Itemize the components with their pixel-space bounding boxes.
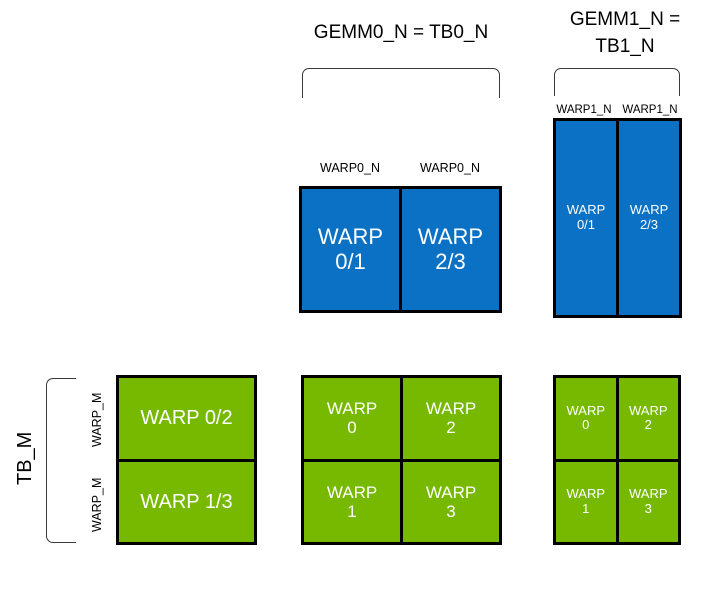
middle-green-block: WARP 0 WARP 2 WARP 1 WARP 3 <box>301 375 502 545</box>
warp-cell-green-mid-2[interactable]: WARP 2 <box>403 378 499 459</box>
warp-cell-blue1-0-1-line1: WARP <box>566 202 606 218</box>
gemm0-n-bracket <box>302 68 500 98</box>
gemm1-n-title-line2: TB1_N <box>595 36 655 57</box>
warp-cell-blue1-2-3-line1: WARP <box>629 202 669 218</box>
warp-cell-green-mid-0-line1: WARP <box>326 399 378 419</box>
warp0-n-caption-left: WARP0_N <box>320 161 380 175</box>
warp-cell-green-mid-1-line2: 1 <box>347 501 357 521</box>
gemm1-blue-block: WARP 0/1 WARP 2/3 <box>553 118 682 318</box>
warp-m-caption-bottom: WARP_M <box>90 477 104 533</box>
warp0-n-caption-right: WARP0_N <box>420 161 480 175</box>
warp-cell-green-right-1-line2: 1 <box>582 500 590 516</box>
warp-cell-green-mid-2-line2: 2 <box>446 418 456 438</box>
warp-cell-green-left-1-3-line1: WARP 1/3 <box>140 490 233 513</box>
tb-m-label: TB_M <box>14 431 36 485</box>
warp-cell-green-mid-3-line2: 3 <box>446 501 456 521</box>
warp-cell-blue-2-3-line2: 2/3 <box>435 248 466 274</box>
warp-m-caption-top: WARP_M <box>90 392 104 448</box>
warp-cell-green-left-1-3[interactable]: WARP 1/3 <box>119 461 254 542</box>
warp-cell-green-mid-0-line2: 0 <box>347 418 357 438</box>
warp-cell-blue-0-1[interactable]: WARP 0/1 <box>302 189 399 310</box>
warp-cell-green-right-1-line1: WARP <box>566 486 606 502</box>
warp1-n-caption-right: WARP1_N <box>622 104 678 116</box>
warp-cell-green-mid-2-line1: WARP <box>425 399 477 419</box>
warp-cell-green-right-3[interactable]: WARP 3 <box>618 461 678 542</box>
gemm1-n-bracket <box>554 68 680 96</box>
warp-cell-blue1-0-1-line2: 0/1 <box>576 217 596 232</box>
tb-m-bracket <box>46 378 76 543</box>
warp-cell-green-right-0-line2: 0 <box>582 417 590 433</box>
warp-cell-green-right-1[interactable]: WARP 1 <box>556 461 616 542</box>
warp-cell-blue1-0-1[interactable]: WARP 0/1 <box>556 121 616 315</box>
warp-cell-green-mid-3-line1: WARP <box>425 482 477 502</box>
gemm0-n-title: GEMM0_N = TB0_N <box>313 22 489 43</box>
left-green-block: WARP 0/2 WARP 1/3 <box>116 375 257 545</box>
warp-cell-blue-2-3[interactable]: WARP 2/3 <box>402 189 499 310</box>
warp1-n-caption-left: WARP1_N <box>556 104 612 116</box>
warp-cell-green-right-2[interactable]: WARP 2 <box>618 378 678 459</box>
warp-cell-blue-0-1-line1: WARP <box>317 223 384 249</box>
warp-cell-green-right-3-line1: WARP <box>628 486 668 502</box>
warp-cell-green-right-2-line2: 2 <box>644 417 652 433</box>
warp-cell-green-right-2-line1: WARP <box>628 402 668 418</box>
warp-cell-blue1-2-3[interactable]: WARP 2/3 <box>619 121 679 315</box>
warp-cell-green-mid-3[interactable]: WARP 3 <box>403 461 499 542</box>
gemm1-n-title: GEMM1_N = TB1_N <box>545 6 705 60</box>
warp-cell-green-left-0-2[interactable]: WARP 0/2 <box>119 378 254 459</box>
gemm0-blue-block: WARP 0/1 WARP 2/3 <box>299 186 502 313</box>
warp-cell-green-right-0-line1: WARP <box>566 402 606 418</box>
warp-cell-green-right-0[interactable]: WARP 0 <box>556 378 616 459</box>
warp-cell-blue-2-3-line1: WARP <box>417 223 484 249</box>
warp-cell-green-right-3-line2: 3 <box>644 500 652 516</box>
warp-cell-blue1-2-3-line2: 2/3 <box>639 217 659 232</box>
warp-cell-green-mid-0[interactable]: WARP 0 <box>304 378 400 459</box>
right-green-block: WARP 0 WARP 2 WARP 1 WARP 3 <box>553 375 681 545</box>
warp-cell-green-mid-1[interactable]: WARP 1 <box>304 461 400 542</box>
warp-cell-green-mid-1-line1: WARP <box>326 482 378 502</box>
gemm1-n-title-line1: GEMM1_N = <box>569 9 681 30</box>
warp-cell-green-left-0-2-line1: WARP 0/2 <box>140 407 233 430</box>
warp-cell-blue-0-1-line2: 0/1 <box>335 248 366 274</box>
